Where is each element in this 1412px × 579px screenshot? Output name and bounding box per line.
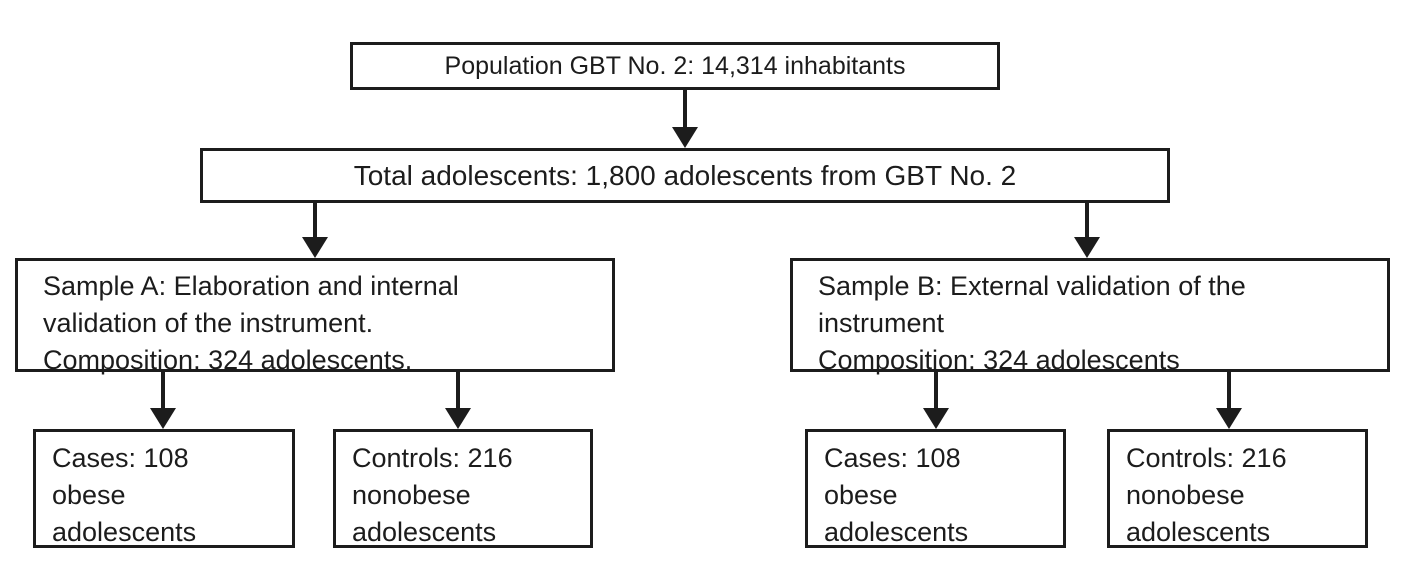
arrowhead-down-icon: [672, 127, 698, 148]
flow-box-sample-b: Sample B: External validation of the ins…: [790, 258, 1390, 375]
flow-box-total-adolescents: Total adolescents: 1,800 adolescents fro…: [200, 148, 1170, 203]
flow-box-cases-a-line3: adolescents: [52, 517, 197, 547]
flow-box-sample-b-line1: Sample B: External validation of the: [818, 271, 1246, 301]
arrowhead-down-icon: [1074, 237, 1100, 258]
flow-box-controls-b-line2: nonobese: [1126, 480, 1245, 510]
arrow-total-to-sample-a: [302, 203, 328, 258]
flow-box-controls-a-line3: adolescents: [352, 517, 497, 547]
arrow-shaft: [456, 372, 460, 409]
flow-box-controls-sample-a: Controls: 216 nonobese adolescents: [333, 429, 593, 548]
flow-box-cases-a-line2: obese: [52, 480, 126, 510]
flow-box-sample-a-line1: Sample A: Elaboration and internal: [43, 271, 459, 301]
arrow-shaft: [934, 372, 938, 409]
flow-box-controls-a-line2: nonobese: [352, 480, 471, 510]
flow-box-cases-sample-b: Cases: 108 obese adolescents: [805, 429, 1066, 548]
flow-box-sample-b-line2: instrument: [818, 308, 945, 338]
flow-box-population: Population GBT No. 2: 14,314 inhabitants: [350, 42, 1000, 90]
arrowhead-down-icon: [150, 408, 176, 429]
arrow-shaft: [1085, 203, 1089, 238]
arrowhead-down-icon: [302, 237, 328, 258]
flow-box-cases-b-line2: obese: [824, 480, 898, 510]
flow-box-controls-b-line3: adolescents: [1126, 517, 1271, 547]
arrow-shaft: [683, 90, 687, 128]
arrowhead-down-icon: [923, 408, 949, 429]
flow-box-cases-b-line3: adolescents: [824, 517, 969, 547]
arrow-shaft: [313, 203, 317, 238]
flow-box-cases-a-line1: Cases: 108: [52, 443, 189, 473]
arrow-shaft: [161, 372, 165, 409]
arrow-sample-b-to-controls: [1216, 372, 1242, 429]
flow-box-population-text: Population GBT No. 2: 14,314 inhabitants: [444, 51, 906, 80]
flow-box-controls-a-line1: Controls: 216: [352, 443, 513, 473]
flow-box-cases-sample-a: Cases: 108 obese adolescents: [33, 429, 295, 548]
flow-box-sample-a: Sample A: Elaboration and internal valid…: [15, 258, 615, 375]
arrowhead-down-icon: [445, 408, 471, 429]
arrow-sample-b-to-cases: [923, 372, 949, 429]
flow-box-sample-a-line2: validation of the instrument.: [43, 308, 374, 338]
arrow-shaft: [1227, 372, 1231, 409]
arrowhead-down-icon: [1216, 408, 1242, 429]
arrow-sample-a-to-controls: [445, 372, 471, 429]
flow-box-controls-sample-b: Controls: 216 nonobese adolescents: [1107, 429, 1368, 548]
arrow-total-to-sample-b: [1074, 203, 1100, 258]
arrow-sample-a-to-cases: [150, 372, 176, 429]
flow-box-total-adolescents-text: Total adolescents: 1,800 adolescents fro…: [353, 159, 1017, 191]
arrow-population-to-total: [672, 90, 698, 148]
flow-box-controls-b-line1: Controls: 216: [1126, 443, 1287, 473]
flow-box-sample-a-line3: Composition: 324 adolescents.: [43, 345, 413, 375]
flow-box-sample-b-line3: Composition: 324 adolescents: [818, 345, 1180, 375]
flow-box-cases-b-line1: Cases: 108: [824, 443, 961, 473]
